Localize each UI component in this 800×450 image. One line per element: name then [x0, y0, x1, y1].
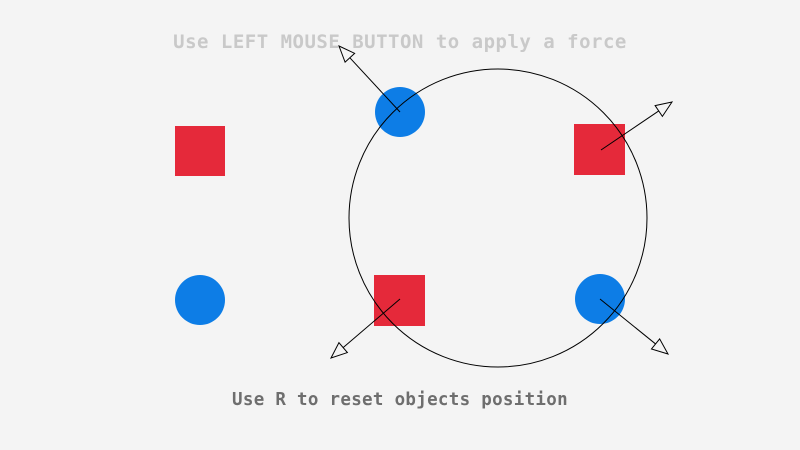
force-arrow-head [338, 45, 356, 64]
force-arrow-head [329, 341, 349, 359]
blue-ball[interactable] [175, 275, 225, 325]
boundary-circle [348, 68, 648, 368]
force-arrow-line [348, 55, 401, 113]
force-arrow-line [341, 298, 401, 350]
red-box[interactable] [374, 275, 425, 326]
force-arrow [338, 45, 401, 113]
force-arrow [329, 298, 401, 359]
force-arrow [600, 101, 674, 151]
instruction-reset: Use R to reset objects position [232, 390, 568, 410]
red-box[interactable] [574, 124, 625, 175]
force-arrow-line [599, 298, 658, 346]
force-arrow [599, 298, 670, 355]
force-arrow-head [650, 337, 670, 355]
force-arrow-head [654, 101, 674, 118]
red-box[interactable] [175, 126, 225, 176]
instruction-apply-force: Use LEFT MOUSE BUTTON to apply a force [173, 31, 627, 53]
force-arrow-line [600, 109, 661, 151]
